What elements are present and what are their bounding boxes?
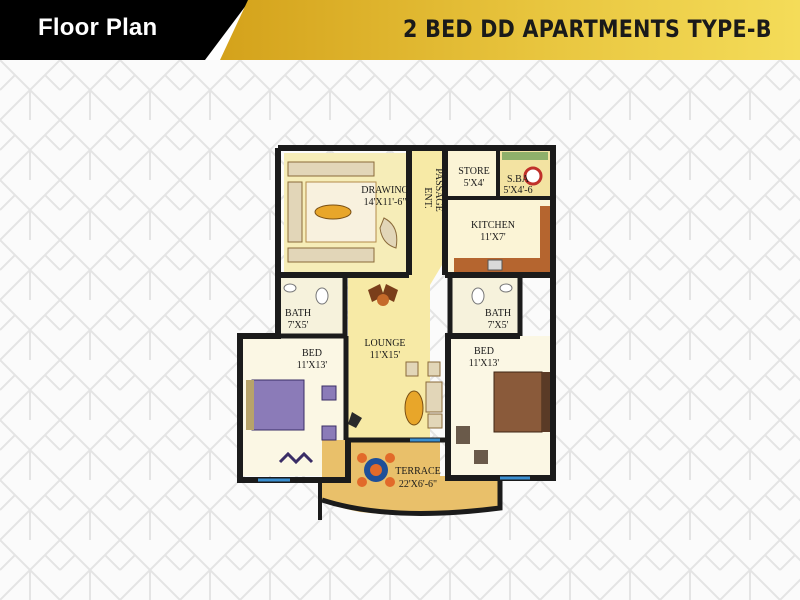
kitchen-size: 11'X7' xyxy=(480,232,506,243)
drawing-size: 14'X11'-6" xyxy=(364,197,407,208)
windows xyxy=(258,438,530,482)
banner-dark-block xyxy=(0,0,250,60)
store-name: STORE xyxy=(458,166,490,177)
header-banner: Floor Plan 2 BED DD APARTMENTS TYPE-B xyxy=(0,0,800,60)
servant-bath-size: 5'X4'-6 xyxy=(503,185,532,196)
kitchen-name: KITCHEN xyxy=(471,220,515,231)
store-size: 5'X4' xyxy=(464,178,485,189)
bedroom-furniture xyxy=(246,371,550,465)
lounge-furniture xyxy=(348,284,443,429)
bath-right-name: BATH xyxy=(485,308,511,319)
passage-ent-label: ENT. xyxy=(422,187,433,208)
lounge-size: 11'X15' xyxy=(370,350,401,361)
passage-label: PASSAGE xyxy=(433,168,444,212)
servant-bath-name: S.BA xyxy=(507,174,530,185)
bath-left-size: 7'X5' xyxy=(288,320,309,331)
kitchen-furniture xyxy=(454,152,552,272)
terrace-furniture xyxy=(357,453,395,487)
apartment-type-title: 2 BED DD APARTMENTS TYPE-B xyxy=(403,15,772,43)
bath-left-name: BATH xyxy=(285,308,311,319)
bed-left-name: BED xyxy=(302,348,322,359)
bath-right-size: 7'X5' xyxy=(488,320,509,331)
room-labels: DRAWING 14'X11'-6" ENT. PASSAGE STORE 5'… xyxy=(285,166,533,490)
walls xyxy=(237,145,556,520)
banner-gold-block xyxy=(220,0,800,60)
page-title: Floor Plan xyxy=(38,14,158,41)
terrace-size: 22'X6'-6" xyxy=(399,479,437,490)
bed-right-name: BED xyxy=(474,346,494,357)
bed-right-size: 11'X13' xyxy=(469,358,500,369)
drawing-room-furniture xyxy=(287,161,398,263)
bath-fixtures xyxy=(283,283,513,305)
terrace-name: TERRACE xyxy=(395,466,441,477)
drawing-name: DRAWING xyxy=(361,185,409,196)
bed-left-size: 11'X13' xyxy=(297,360,328,371)
lounge-name: LOUNGE xyxy=(364,338,405,349)
